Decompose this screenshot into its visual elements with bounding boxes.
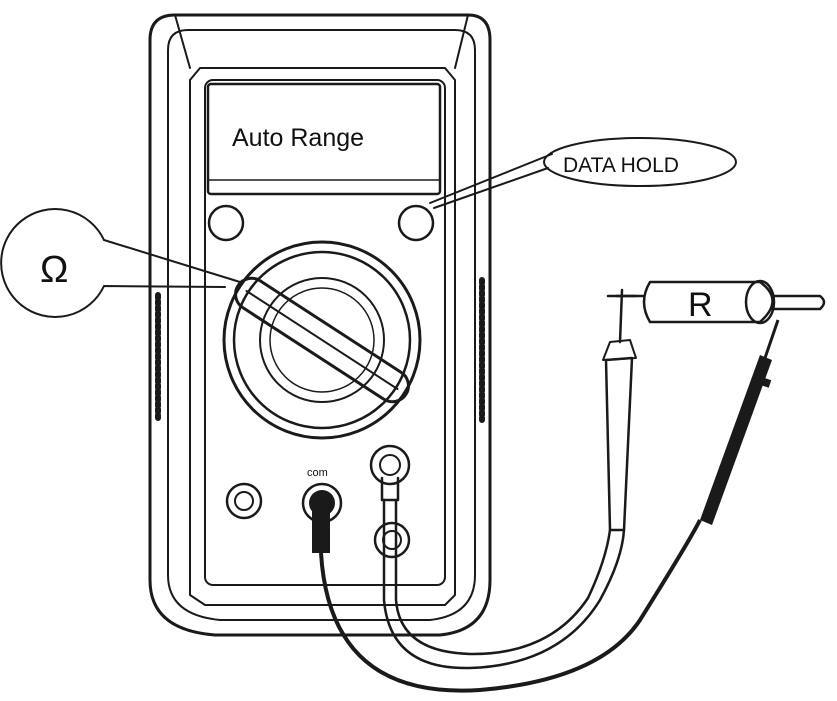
ohm-callout: Ω bbox=[0, 208, 241, 318]
rotary-dial[interactable] bbox=[222, 240, 422, 440]
display-text: Auto Range bbox=[232, 124, 364, 152]
data-hold-button[interactable] bbox=[397, 204, 435, 242]
black-test-lead bbox=[312, 319, 780, 693]
resistor: R bbox=[614, 279, 826, 325]
data-hold-callout: DATA HOLD bbox=[429, 137, 737, 209]
red-test-lead bbox=[380, 288, 638, 670]
left-button[interactable] bbox=[207, 204, 245, 242]
lcd-display: Auto Range bbox=[206, 82, 442, 196]
resistor-label: R bbox=[688, 286, 713, 324]
data-hold-label: DATA HOLD bbox=[563, 154, 679, 177]
jack-bottom-right[interactable] bbox=[373, 521, 411, 559]
jack-voltage-ohm[interactable] bbox=[369, 444, 411, 486]
ohm-symbol: Ω bbox=[40, 249, 68, 291]
jack-bottom-left[interactable] bbox=[225, 482, 263, 520]
dial-pointer bbox=[234, 276, 410, 404]
com-label: com bbox=[307, 467, 328, 479]
